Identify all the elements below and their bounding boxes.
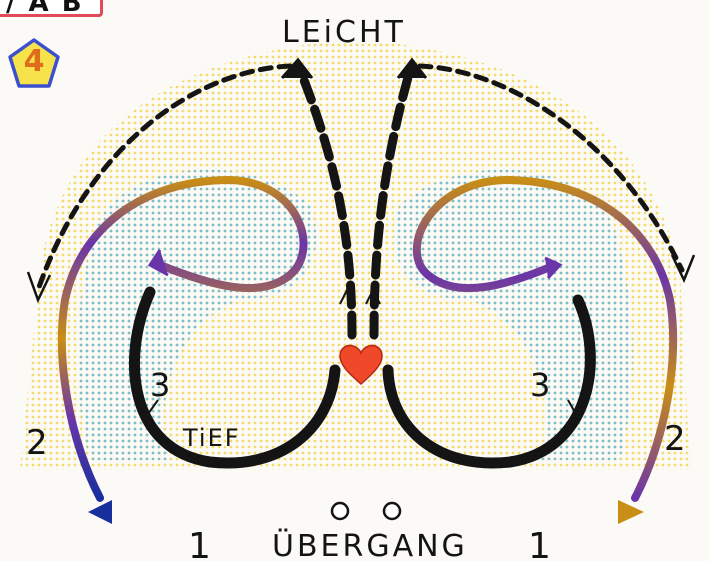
label-top: LEiCHT — [282, 15, 406, 50]
label-bottom: ÜBERGANG — [272, 528, 468, 561]
bottom-arrow-left-head — [88, 500, 112, 524]
transition-node-left — [332, 503, 348, 519]
label-step1-right: 1 — [528, 526, 551, 561]
glow-regions — [20, 40, 690, 470]
label-step2-left: 2 — [26, 423, 48, 463]
label-step1-left: 1 — [188, 526, 211, 561]
transition-node-right — [384, 503, 400, 519]
label-step3-left: 3 — [150, 366, 170, 404]
label-step3-right: 3 — [530, 366, 550, 404]
label-step2-right: 2 — [664, 419, 686, 459]
label-deep: TiEF — [182, 424, 241, 452]
bottom-arrow-right-head — [618, 500, 644, 524]
